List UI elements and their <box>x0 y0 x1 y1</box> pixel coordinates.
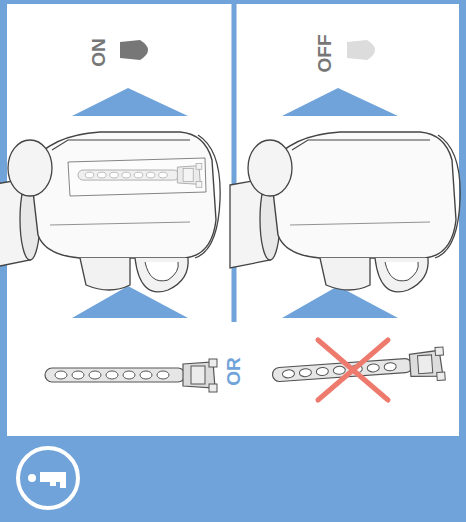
choice-label: OR <box>223 355 244 388</box>
state-label: ON <box>89 38 108 67</box>
state-label: OFF <box>315 34 334 72</box>
